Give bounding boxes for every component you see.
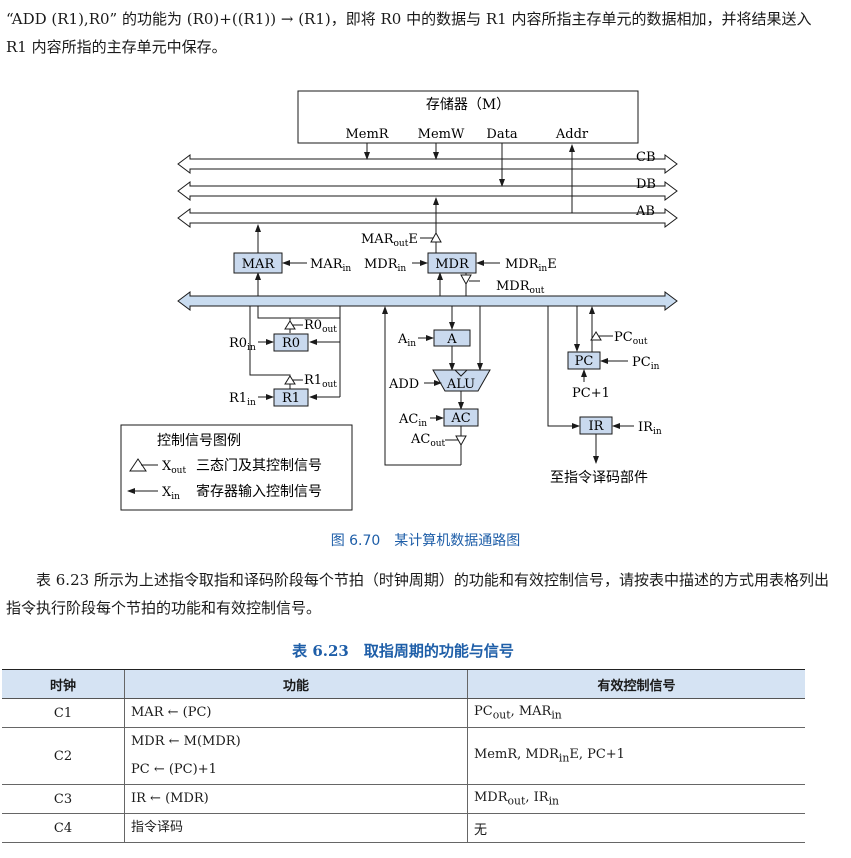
cell-function: MAR ← (PC): [124, 698, 468, 728]
svg-text:Xout: Xout: [162, 459, 186, 476]
cell-clock: C3: [2, 784, 125, 814]
cell-clock: C4: [2, 813, 125, 843]
svg-text:三态门及其控制信号: 三态门及其控制信号: [196, 458, 322, 474]
mdr-bus-tristate: [460, 274, 472, 286]
svg-text:MARin: MARin: [310, 257, 351, 274]
svg-text:寄存器输入控制信号: 寄存器输入控制信号: [196, 483, 322, 500]
col-header-signals: 有效控制信号: [467, 669, 805, 699]
svg-text:MARoutE: MARoutE: [361, 232, 418, 249]
svg-text:MDR: MDR: [435, 257, 470, 272]
svg-text:R1out: R1out: [304, 373, 337, 390]
memory-title: 存储器（M）: [426, 97, 510, 113]
svg-text:Xin: Xin: [162, 485, 180, 502]
internal-bus: [177, 291, 678, 311]
svg-text:Ain: Ain: [397, 332, 416, 349]
port-addr: Addr: [555, 127, 589, 142]
svg-text:A: A: [446, 332, 457, 347]
table-title: 表 6.23 取指周期的功能与信号: [292, 642, 514, 660]
svg-text:IR: IR: [589, 419, 605, 434]
bus-cb: [177, 154, 678, 174]
svg-text:ACout: ACout: [410, 432, 446, 449]
svg-text:MDRout: MDRout: [496, 279, 545, 296]
table-intro-paragraph: 表 6.23 所示为上述指令取指和译码阶段每个节拍（时钟周期）的功能和有效控制信…: [6, 571, 829, 617]
mar-register: MAR MARin: [233, 252, 351, 274]
svg-text:R1in: R1in: [229, 391, 256, 408]
bus-ab-label: AB: [635, 204, 655, 219]
alu-section: A Ain ALU ADD AC ACin ACout: [382, 306, 491, 466]
cell-clock: C1: [2, 698, 125, 728]
cell-signals: PCout, MARin: [467, 698, 805, 728]
port-data: Data: [486, 127, 517, 142]
cell-function: IR ← (MDR): [124, 784, 468, 814]
svg-text:至指令译码部件: 至指令译码部件: [550, 470, 648, 486]
bus-cb-label: CB: [636, 150, 656, 165]
bus-db: [177, 181, 678, 201]
svg-text:PC+1: PC+1: [572, 386, 610, 401]
svg-text:PCin: PCin: [632, 355, 660, 372]
svg-text:ALU: ALU: [446, 377, 475, 392]
pc-ir-section: PC PCout PCin PC+1 IR IRin 至指令译码部件: [547, 306, 662, 486]
cell-clock: C2: [2, 727, 125, 785]
cell-function: 指令译码: [124, 813, 468, 843]
svg-text:ACin: ACin: [398, 412, 427, 429]
cell-signals: 无: [467, 813, 805, 843]
svg-text:PC: PC: [575, 354, 594, 369]
system-buses: CB DB AB: [177, 150, 678, 228]
figure-caption: 图 6.70 某计算机数据通路图: [330, 533, 521, 549]
svg-text:AC: AC: [450, 411, 470, 426]
r0-r1-registers: R0 R0out R0in R1 R1out R1in: [229, 306, 341, 408]
svg-text:MDRin: MDRin: [364, 257, 406, 274]
datapath-diagram: 存储器（M） MemR MemW Data Addr CB DB AB MAR …: [120, 90, 678, 511]
svg-text:R1: R1: [282, 391, 300, 406]
svg-text:PCout: PCout: [614, 330, 648, 347]
col-header-function: 功能: [124, 669, 468, 699]
memory-block: 存储器（M） MemR MemW Data Addr: [297, 90, 639, 144]
mdr-out-tristate: [430, 231, 442, 243]
svg-text:R0: R0: [282, 336, 300, 351]
col-header-clock: 时钟: [2, 669, 125, 699]
legend: 控制信号图例 Xout 三态门及其控制信号 Xin 寄存器输入控制信号: [120, 424, 353, 511]
bus-ab: [177, 208, 678, 228]
svg-text:IRin: IRin: [638, 420, 662, 437]
cell-function: MDR ← M(MDR)PC ← (PC)+1: [124, 727, 468, 785]
svg-text:ADD: ADD: [388, 377, 419, 392]
intro-paragraph: “ADD (R1),R0” 的功能为 (R0)+((R1)) → (R1)，即将…: [6, 10, 812, 56]
svg-text:MAR: MAR: [242, 257, 276, 272]
svg-text:MDRinE: MDRinE: [505, 257, 557, 274]
cell-signals: MDRout, IRin: [467, 784, 805, 814]
svg-text:控制信号图例: 控制信号图例: [157, 433, 241, 449]
port-memw: MemW: [418, 127, 465, 142]
port-memr: MemR: [345, 127, 389, 142]
svg-text:R0in: R0in: [229, 336, 256, 353]
cell-signals: MemR, MDRinE, PC+1: [467, 727, 805, 785]
bus-db-label: DB: [636, 177, 656, 192]
mdr-register: MDR MARoutE MDRin MDRinE MDRout: [361, 231, 557, 296]
svg-text:R0out: R0out: [304, 318, 337, 335]
